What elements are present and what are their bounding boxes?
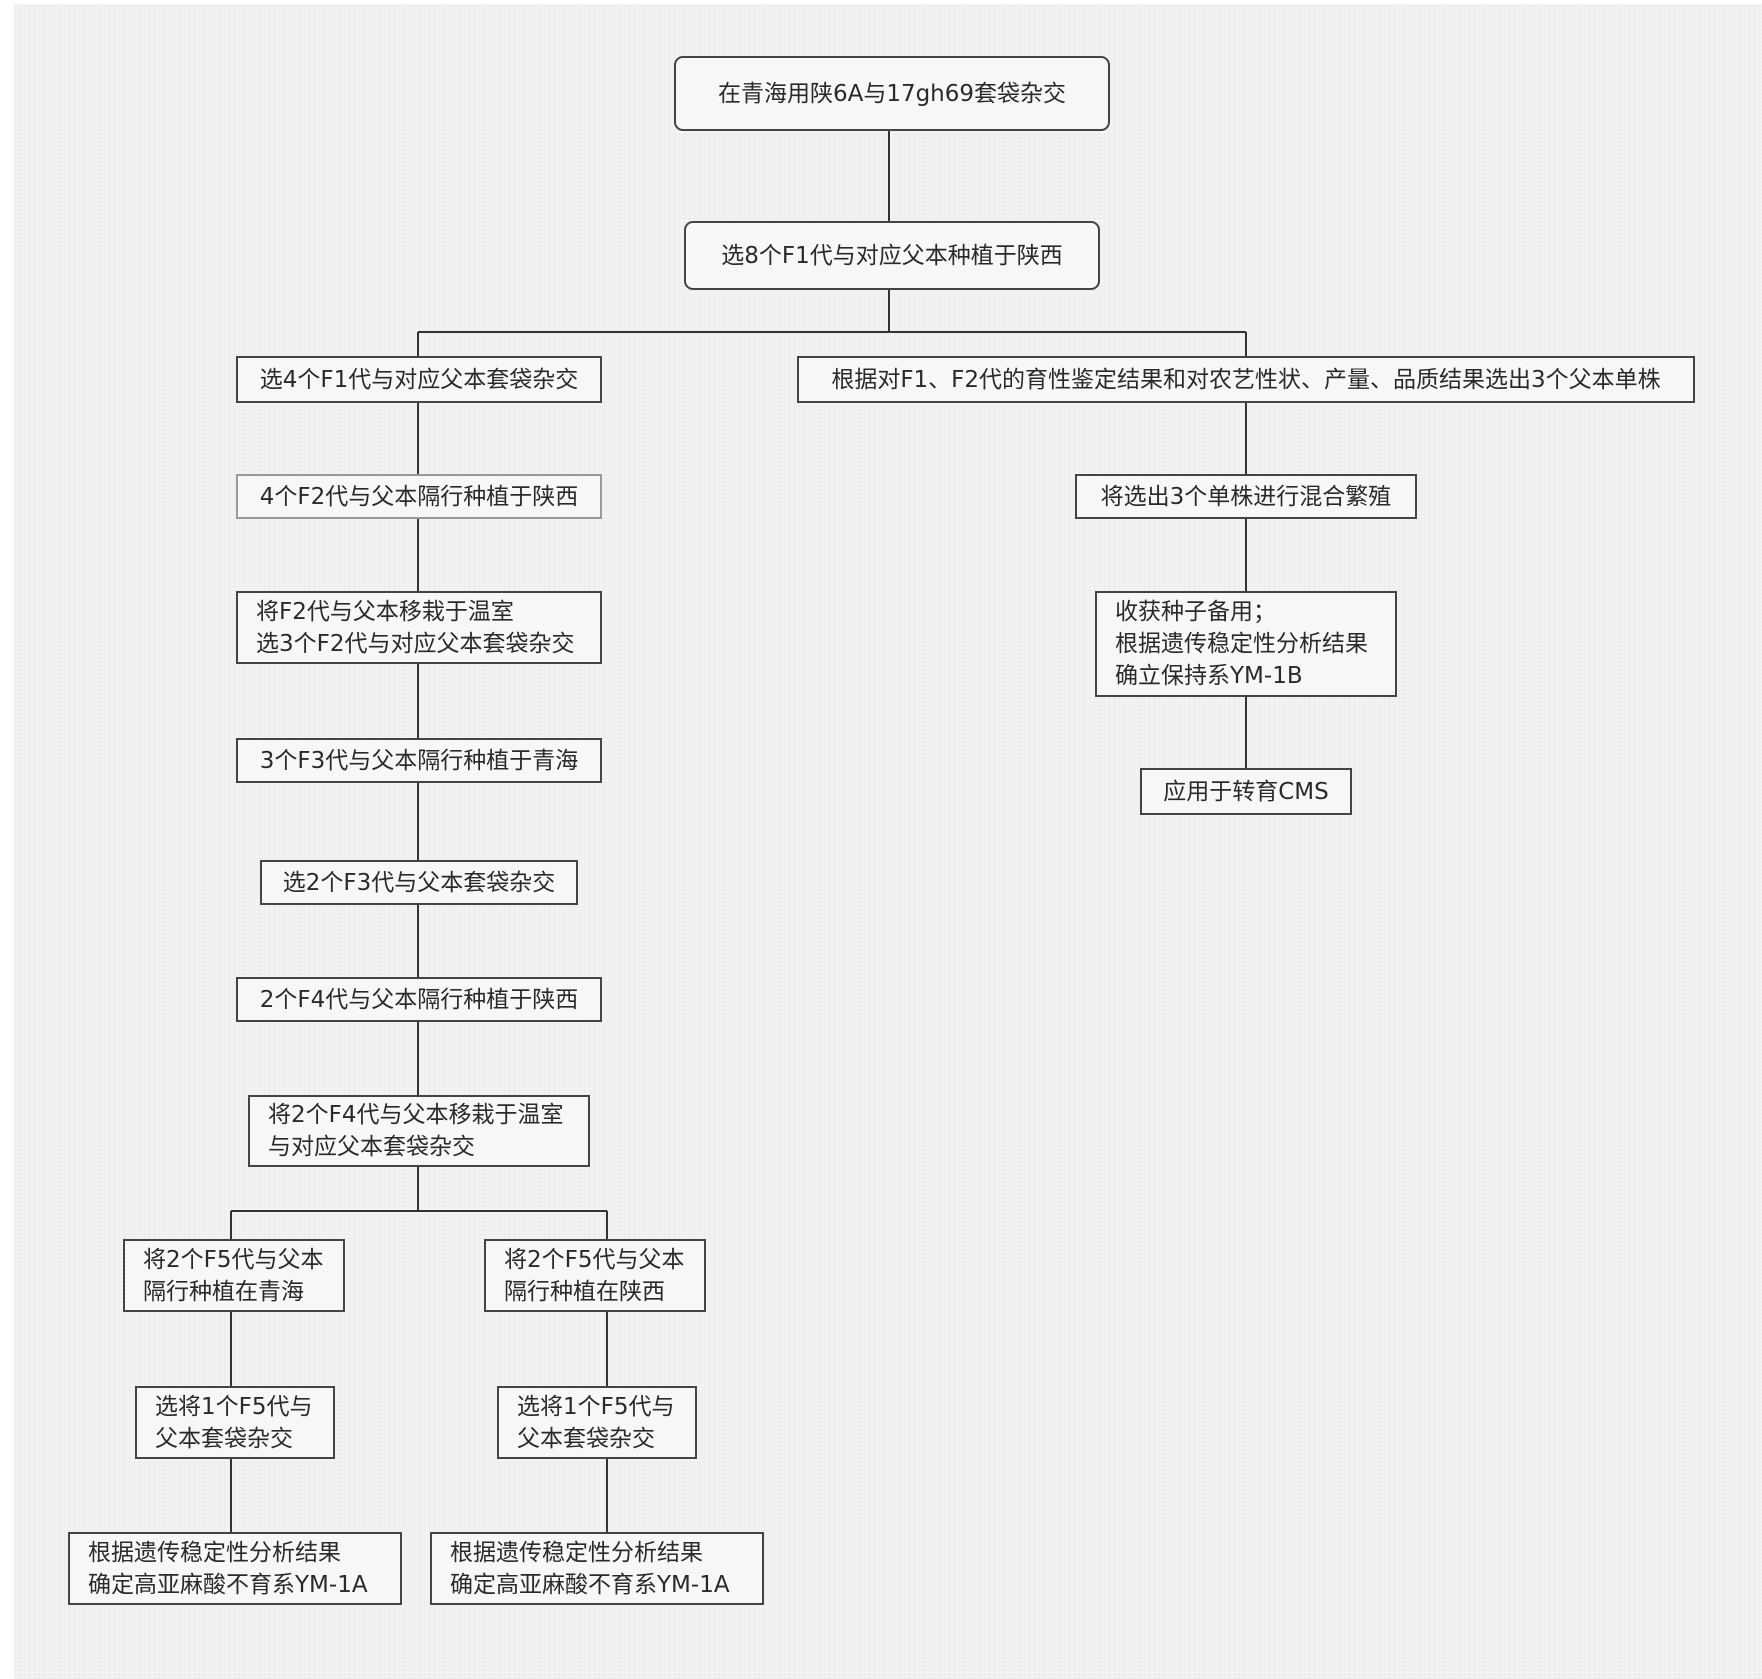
node-f3-bagging: 选2个F3代与父本套袋杂交	[260, 860, 578, 905]
node-f5-shaanxi: 将2个F5代与父本 隔行种植在陕西	[484, 1239, 706, 1312]
node-f4-greenhouse: 将2个F4代与父本移栽于温室 与对应父本套袋杂交	[248, 1095, 590, 1167]
node-sterile-line-left: 根据遗传稳定性分析结果 确定高亚麻酸不育系YM-1A	[68, 1532, 402, 1605]
node-apply-cms: 应用于转育CMS	[1140, 768, 1352, 815]
node-f5-qinghai: 将2个F5代与父本 隔行种植在青海	[123, 1239, 345, 1312]
node-mixed-propagation: 将选出3个单株进行混合繁殖	[1075, 474, 1417, 519]
node-maintainer-line: 收获种子备用； 根据遗传稳定性分析结果 确立保持系YM-1B	[1095, 591, 1397, 697]
node-f4-planting: 2个F4代与父本隔行种植于陕西	[236, 977, 602, 1022]
node-f3-planting: 3个F3代与父本隔行种植于青海	[236, 738, 602, 783]
node-select-parent-plants: 根据对F1、F2代的育性鉴定结果和对农艺性状、产量、品质结果选出3个父本单株	[797, 356, 1695, 403]
node-f1-bagging: 选4个F1代与对应父本套袋杂交	[236, 356, 602, 403]
node-f5-bagging-left: 选将1个F5代与 父本套袋杂交	[135, 1386, 335, 1459]
node-sterile-line-right: 根据遗传稳定性分析结果 确定高亚麻酸不育系YM-1A	[430, 1532, 764, 1605]
node-f2-greenhouse: 将F2代与父本移栽于温室 选3个F2代与对应父本套袋杂交	[236, 591, 602, 664]
node-f2-planting: 4个F2代与父本隔行种植于陕西	[236, 474, 602, 519]
connector-lines	[230, 131, 1247, 1532]
node-f1-planting: 选8个F1代与对应父本种植于陕西	[684, 221, 1100, 290]
node-initial-cross: 在青海用陕6A与17gh69套袋杂交	[674, 56, 1110, 131]
node-f5-bagging-right: 选将1个F5代与 父本套袋杂交	[497, 1386, 697, 1459]
diagram-canvas: 在青海用陕6A与17gh69套袋杂交 选8个F1代与对应父本种植于陕西 选4个F…	[14, 4, 1762, 1679]
